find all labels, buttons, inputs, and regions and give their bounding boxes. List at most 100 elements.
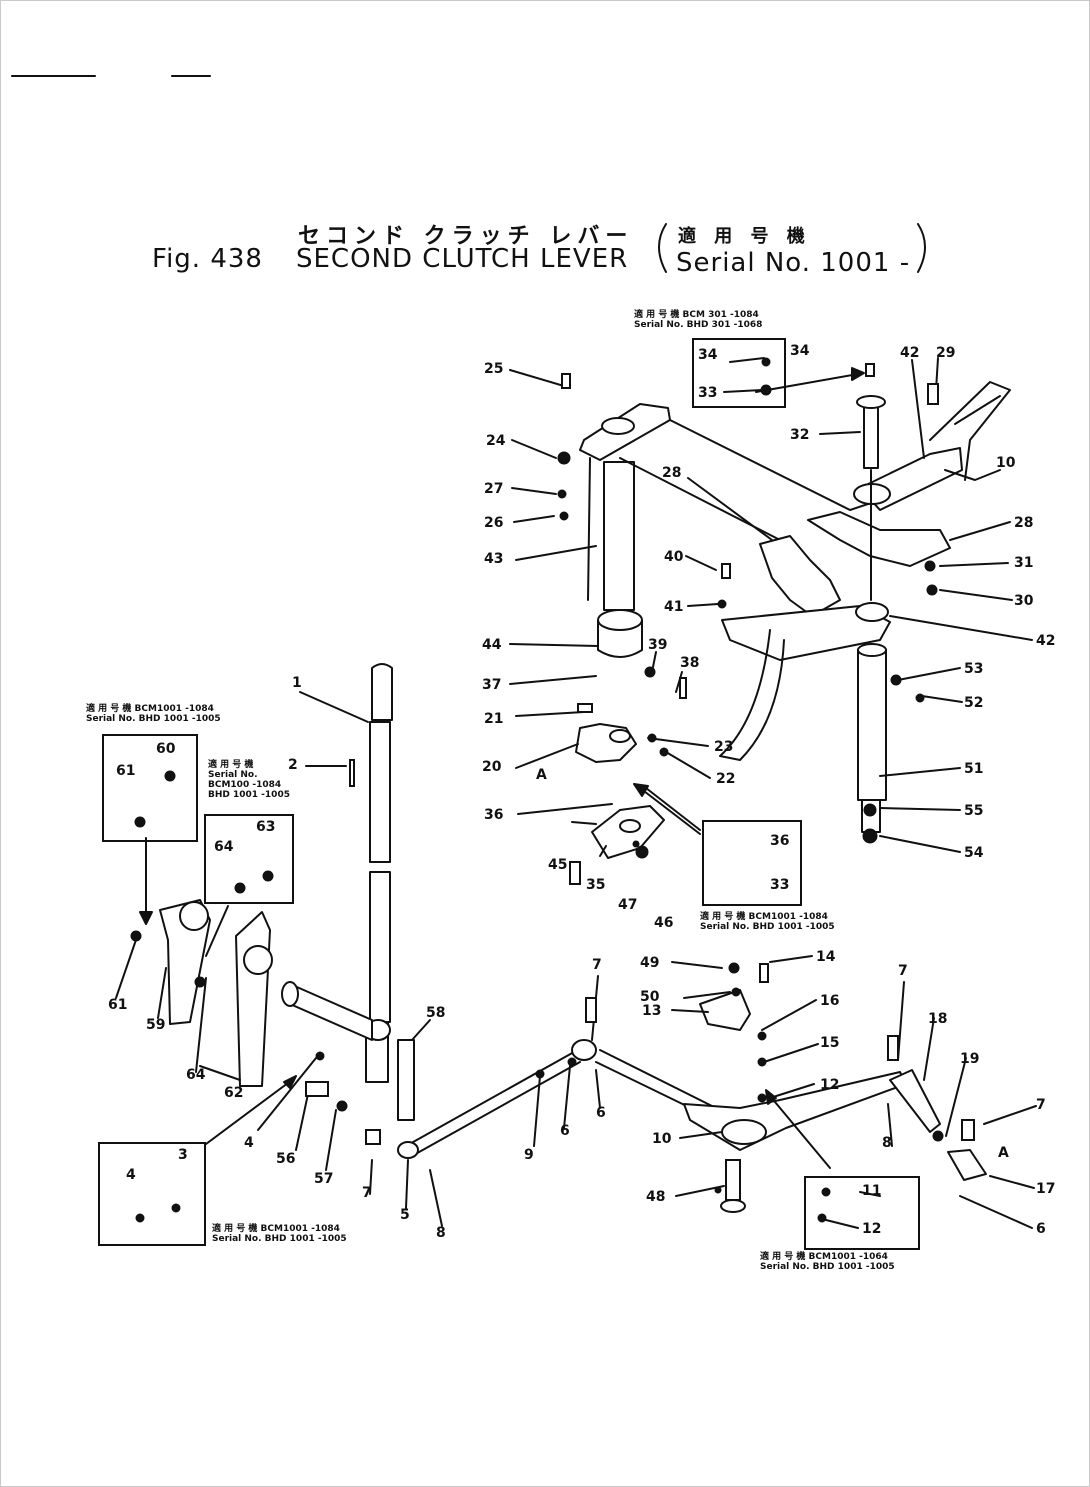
callout-64: 64: [186, 1067, 206, 1083]
callout-22: 22: [716, 771, 736, 787]
callout-50: 50: [640, 989, 660, 1005]
callout-42-upper: 42: [900, 345, 920, 361]
callout-1: 1: [292, 675, 302, 691]
callout-32: 32: [790, 427, 810, 443]
callout-A-left: A: [536, 767, 547, 783]
callout-28-upper: 28: [662, 465, 682, 481]
callout-45: 45: [548, 857, 568, 873]
callout-41: 41: [664, 599, 684, 615]
callout-7-left: 7: [362, 1185, 372, 1201]
callout-52: 52: [964, 695, 984, 711]
inset-box-left: [102, 734, 198, 842]
callout-63: 63: [256, 819, 276, 835]
callout-43: 43: [484, 551, 504, 567]
callout-61-inset: 61: [116, 763, 136, 779]
callout-33-inset-mid: 33: [770, 877, 790, 893]
callout-25: 25: [484, 361, 504, 377]
callout-44: 44: [482, 637, 502, 653]
callout-A-right: A: [998, 1145, 1009, 1161]
serial-label-japanese: 適 用 号 機: [678, 226, 811, 247]
callout-49: 49: [640, 955, 660, 971]
callout-33-inset: 33: [698, 385, 718, 401]
callout-34-inset: 34: [698, 347, 718, 363]
callout-31: 31: [1014, 555, 1034, 571]
callout-13: 13: [642, 1003, 662, 1019]
callout-26: 26: [484, 515, 504, 531]
callout-29: 29: [936, 345, 956, 361]
callout-59: 59: [146, 1017, 166, 1033]
callout-20: 20: [482, 759, 502, 775]
callout-62: 62: [224, 1085, 244, 1101]
callout-38: 38: [680, 655, 700, 671]
callout-48: 48: [646, 1189, 666, 1205]
callout-64-inset: 64: [214, 839, 234, 855]
callout-7-mid: 7: [592, 957, 602, 973]
callout-24: 24: [486, 433, 506, 449]
callout-4-inset: 4: [126, 1167, 136, 1183]
callout-12-inset: 12: [862, 1221, 882, 1237]
callout-56: 56: [276, 1151, 296, 1167]
callout-23: 23: [714, 739, 734, 755]
inset-box-mid-left: [204, 814, 294, 904]
callout-21: 21: [484, 711, 504, 727]
callout-36: 36: [484, 807, 504, 823]
callout-60: 60: [156, 741, 176, 757]
inset-box-top: [692, 338, 786, 408]
callout-7-far-right: 7: [1036, 1097, 1046, 1113]
callout-11: 11: [862, 1183, 882, 1199]
callout-10: 10: [652, 1131, 672, 1147]
callout-51: 51: [964, 761, 984, 777]
callout-58: 58: [426, 1005, 446, 1021]
callout-54: 54: [964, 845, 984, 861]
callout-47: 47: [618, 897, 638, 913]
callout-9: 9: [524, 1147, 534, 1163]
callout-55: 55: [964, 803, 984, 819]
callout-4-main: 4: [244, 1135, 254, 1151]
callout-6-c: 6: [1036, 1221, 1046, 1237]
callout-35: 35: [586, 877, 606, 893]
callout-61: 61: [108, 997, 128, 1013]
callout-6-b: 6: [596, 1105, 606, 1121]
callout-8-left: 8: [436, 1225, 446, 1241]
inset-box-mid-right: [702, 820, 802, 906]
callout-27: 27: [484, 481, 504, 497]
callout-36-inset: 36: [770, 833, 790, 849]
callout-40: 40: [664, 549, 684, 565]
callout-6-a: 6: [560, 1123, 570, 1139]
callout-30-fork: 10: [996, 455, 1016, 471]
callout-39: 39: [648, 637, 668, 653]
callout-19: 19: [960, 1051, 980, 1067]
callout-18: 18: [928, 1011, 948, 1027]
serial-range: Serial No. 1001 -: [676, 248, 911, 278]
callout-37: 37: [482, 677, 502, 693]
callout-46: 46: [654, 915, 674, 931]
callout-14: 14: [816, 949, 836, 965]
callout-16: 16: [820, 993, 840, 1009]
callout-57: 57: [314, 1171, 334, 1187]
callout-17: 17: [1036, 1181, 1056, 1197]
figure-number: Fig. 438: [152, 244, 263, 274]
title-japanese: セコンド クラッチ レバー: [298, 224, 634, 249]
callout-30: 30: [1014, 593, 1034, 609]
callout-12: 12: [820, 1077, 840, 1093]
callout-53: 53: [964, 661, 984, 677]
inset-box-bottom-right: [804, 1176, 920, 1250]
callout-8-right: 8: [882, 1135, 892, 1151]
callout-34: 34: [790, 343, 810, 359]
callout-2: 2: [288, 757, 298, 773]
callout-42-lower: 42: [1036, 633, 1056, 649]
callout-28-right: 28: [1014, 515, 1034, 531]
callout-7-right: 7: [898, 963, 908, 979]
callout-3: 3: [178, 1147, 188, 1163]
figure-title: SECOND CLUTCH LEVER: [296, 244, 629, 274]
inset-box-bottom-left: [98, 1142, 206, 1246]
callout-5: 5: [400, 1207, 410, 1223]
